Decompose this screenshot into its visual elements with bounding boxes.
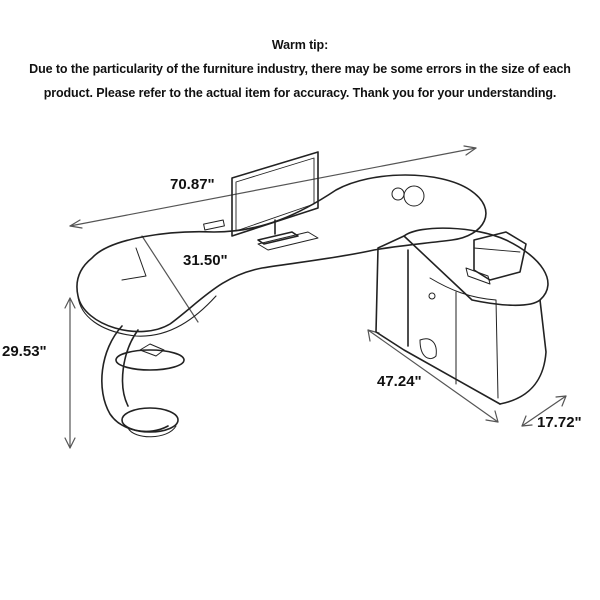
- dimension-width-label: 70.87": [170, 176, 215, 193]
- warm-tip-title: Warm tip:: [271, 38, 329, 52]
- dimension-return-depth-label: 17.72": [537, 414, 582, 431]
- dimension-desk-depth-label: 31.50": [183, 252, 228, 269]
- desk-accessory: [403, 185, 425, 207]
- glass-shelf: [121, 247, 147, 281]
- printer: [465, 231, 527, 285]
- keyboard: [257, 231, 319, 251]
- warm-tip-line-1: Due to the particularity of the furnitur…: [29, 62, 571, 76]
- height-dimension-line: [64, 297, 76, 449]
- desk-depth-dimension-line: [141, 235, 199, 323]
- warm-tip-line-2: product. Please refer to the actual item…: [43, 86, 557, 100]
- return-depth-dimension-line: [521, 395, 567, 427]
- pedestal-leg: [101, 325, 185, 438]
- width-dimension-line: [69, 145, 477, 229]
- return-cabinet: [375, 227, 549, 405]
- dimension-height-label: 29.53": [2, 343, 47, 360]
- dimension-return-length-label: 47.24": [377, 373, 422, 390]
